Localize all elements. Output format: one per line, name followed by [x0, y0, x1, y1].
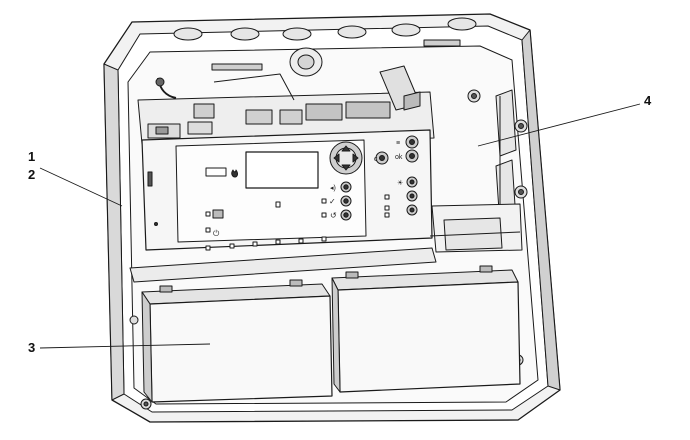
nav-cross[interactable] — [329, 141, 363, 175]
indicator-row — [205, 236, 327, 251]
battery-left — [141, 279, 333, 403]
pcb-board — [137, 65, 435, 145]
battery-right — [331, 265, 521, 393]
leader-line-3 — [39, 343, 211, 349]
callout-4: 4 — [644, 93, 652, 108]
svg-text:ok: ok — [395, 154, 403, 161]
svg-text:✓: ✓ — [329, 197, 336, 206]
cable-knockouts — [173, 17, 477, 77]
svg-text:≡: ≡ — [396, 140, 400, 147]
callout-3: 3 — [28, 340, 36, 355]
leader-line-4 — [477, 103, 641, 147]
svg-text:c: c — [374, 156, 378, 163]
svg-text:⏻: ⏻ — [213, 229, 220, 238]
svg-text:☀: ☀ — [397, 179, 403, 187]
leader-line-2 — [39, 167, 123, 207]
svg-text:◂): ◂) — [330, 185, 336, 192]
leader-lines — [39, 103, 641, 349]
callout-2: 2 — [28, 167, 36, 182]
svg-text:↺: ↺ — [330, 211, 337, 220]
panel-buttons-right[interactable]: c ok ≡ ☀ — [374, 135, 419, 218]
battery-tray — [129, 203, 523, 283]
callout-1: 1 — [28, 149, 36, 164]
front-panel: ◂) ✓ ↺ ⏻ c ok — [141, 129, 433, 251]
fire-symbol-icon — [231, 169, 239, 178]
panel-buttons-left[interactable]: ◂) ✓ ↺ ⏻ — [205, 181, 352, 238]
lcd-display — [245, 151, 319, 189]
